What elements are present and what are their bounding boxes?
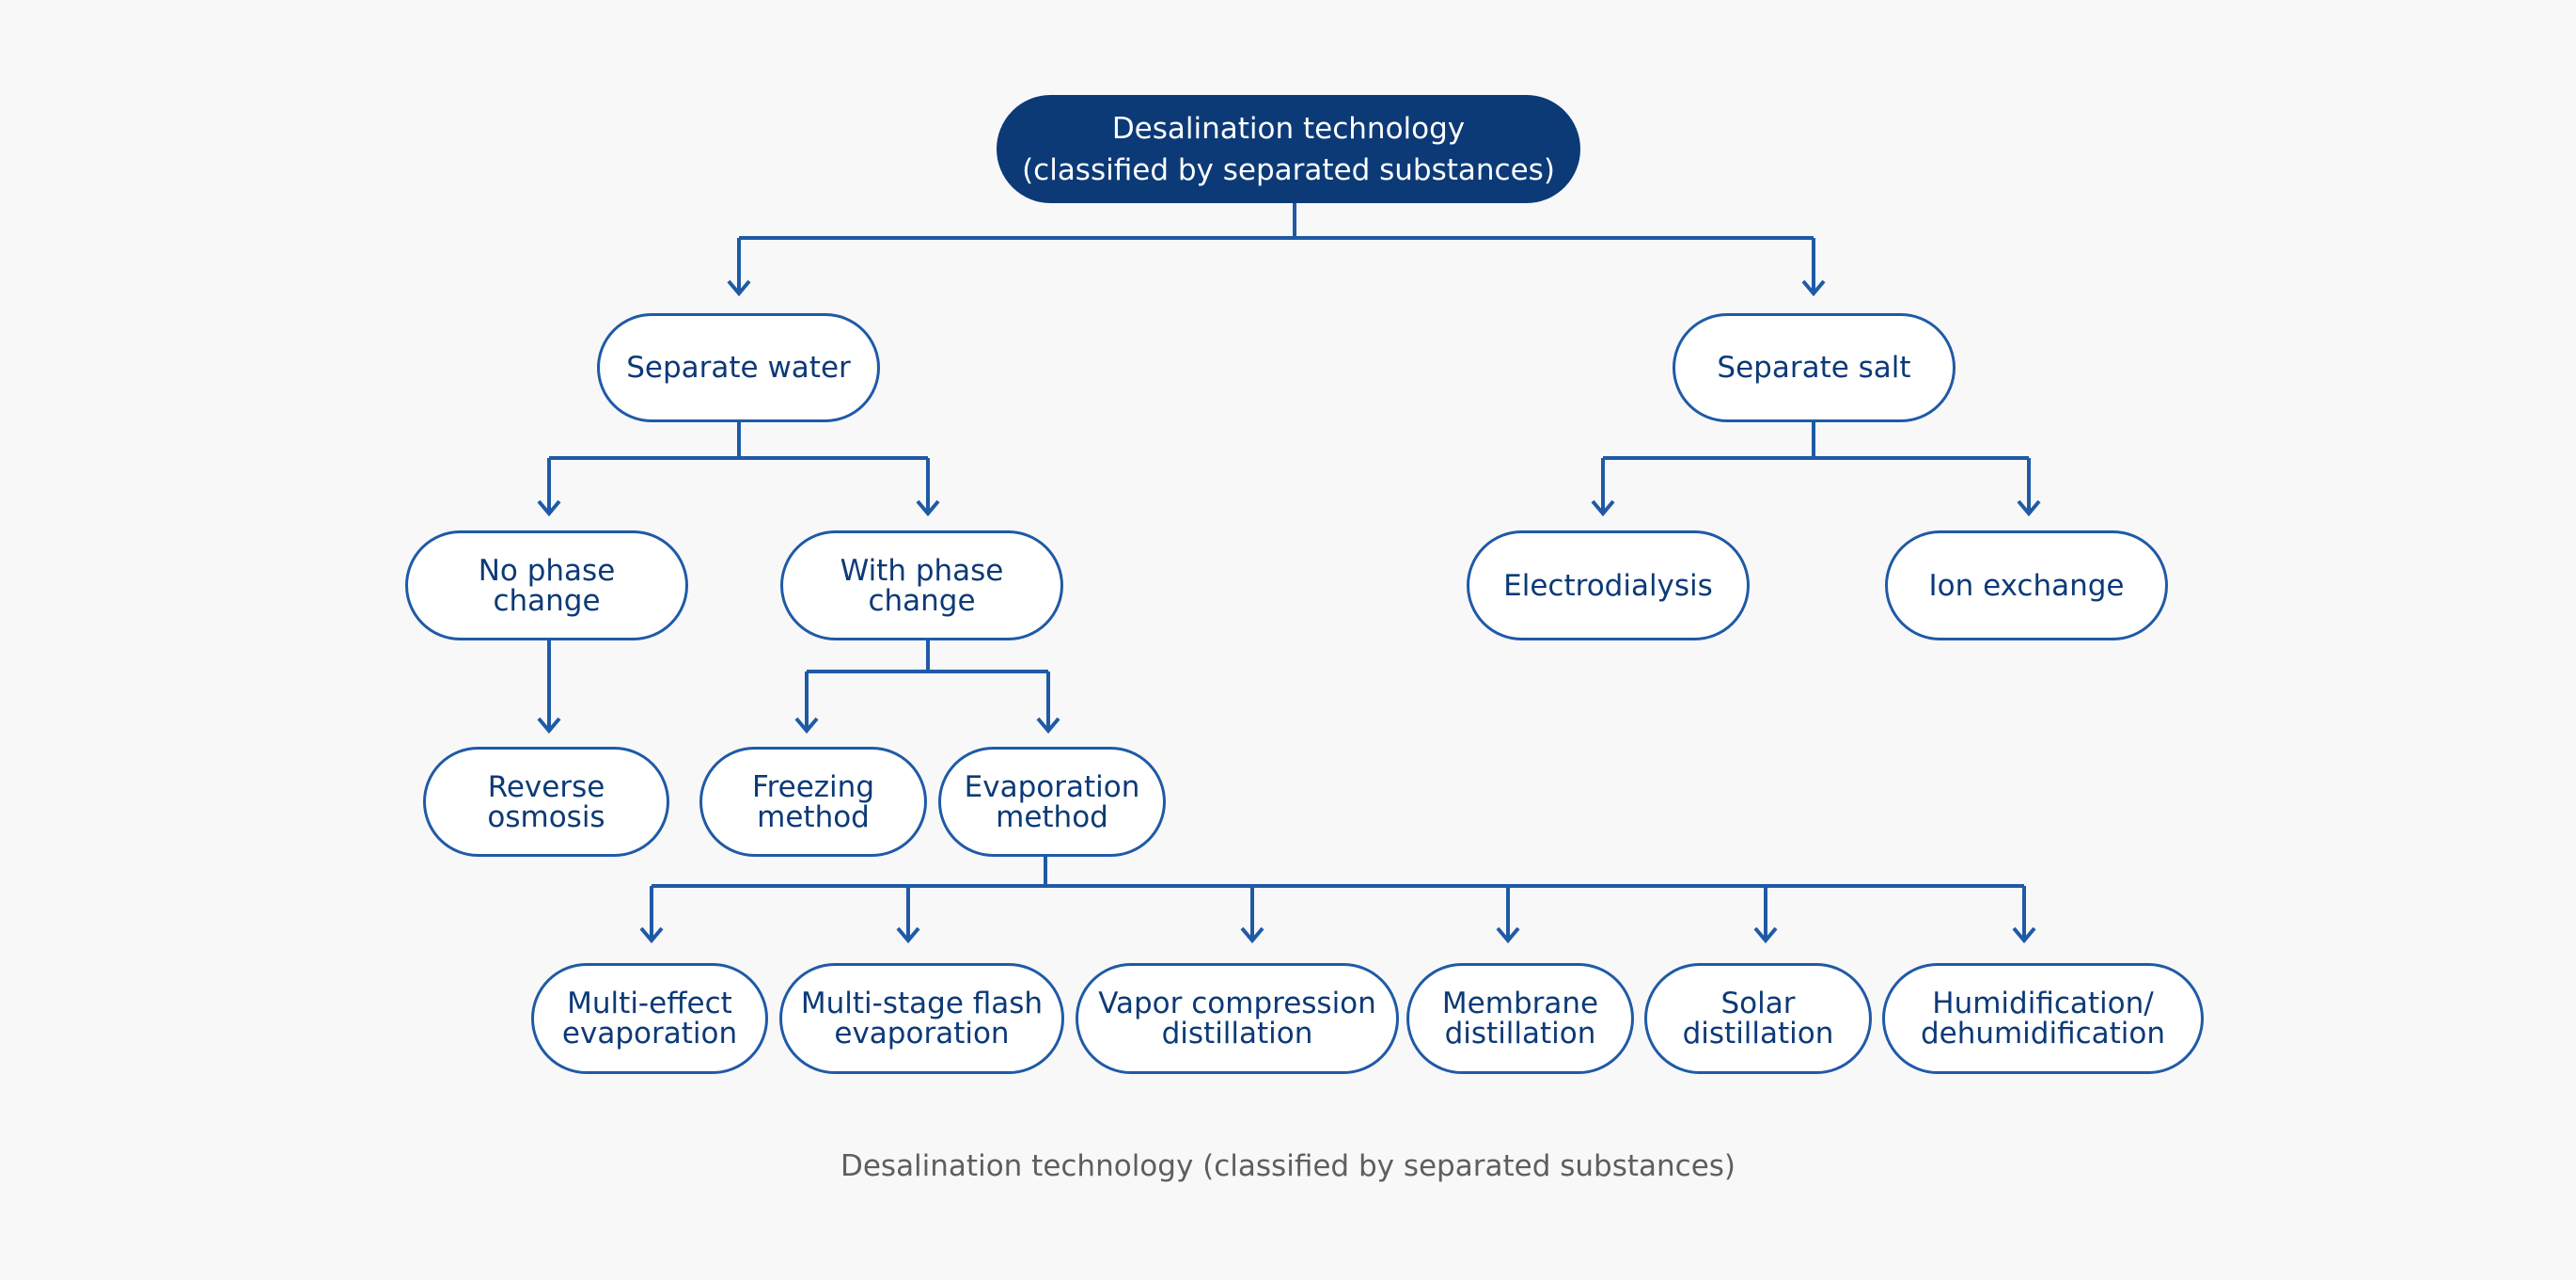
node-humidification-dehumidification: Humidification/ dehumidification bbox=[1882, 963, 2204, 1074]
connector-separate-salt bbox=[1601, 422, 2031, 514]
node-reverse-osmosis: Reverse osmosis bbox=[423, 747, 669, 857]
node-electrodialysis: Electrodialysis bbox=[1467, 530, 1750, 640]
node-membrane-distillation: Membrane distillation bbox=[1406, 963, 1634, 1074]
node-separate-salt: Separate salt bbox=[1673, 313, 1956, 422]
node-no-phase-change: No phase change bbox=[405, 530, 688, 640]
node-solar-distillation: Solar distillation bbox=[1644, 963, 1872, 1074]
node-multi-effect-evaporation: Multi-effect evaporation bbox=[531, 963, 768, 1074]
node-with-phase-change: With phase change bbox=[780, 530, 1063, 640]
node-multi-stage-flash-evaporation: Multi-stage flash evaporation bbox=[779, 963, 1064, 1074]
node-freezing-method: Freezing method bbox=[699, 747, 927, 857]
connector-root bbox=[737, 203, 1815, 293]
connector-separate-water bbox=[547, 422, 930, 514]
node-ion-exchange: Ion exchange bbox=[1885, 530, 2168, 640]
node-evaporation-method: Evaporation method bbox=[938, 747, 1166, 857]
connector-evaporation-method bbox=[650, 857, 2026, 940]
node-separate-water: Separate water bbox=[597, 313, 880, 422]
node-vapor-compression-distillation: Vapor compression distillation bbox=[1076, 963, 1399, 1074]
connector-with-phase-change bbox=[805, 640, 1050, 731]
arrowheads bbox=[537, 279, 2041, 944]
figure-caption: Desalination technology (classified by s… bbox=[840, 1149, 1736, 1183]
root-node: Desalination technology (classified by s… bbox=[997, 95, 1580, 203]
